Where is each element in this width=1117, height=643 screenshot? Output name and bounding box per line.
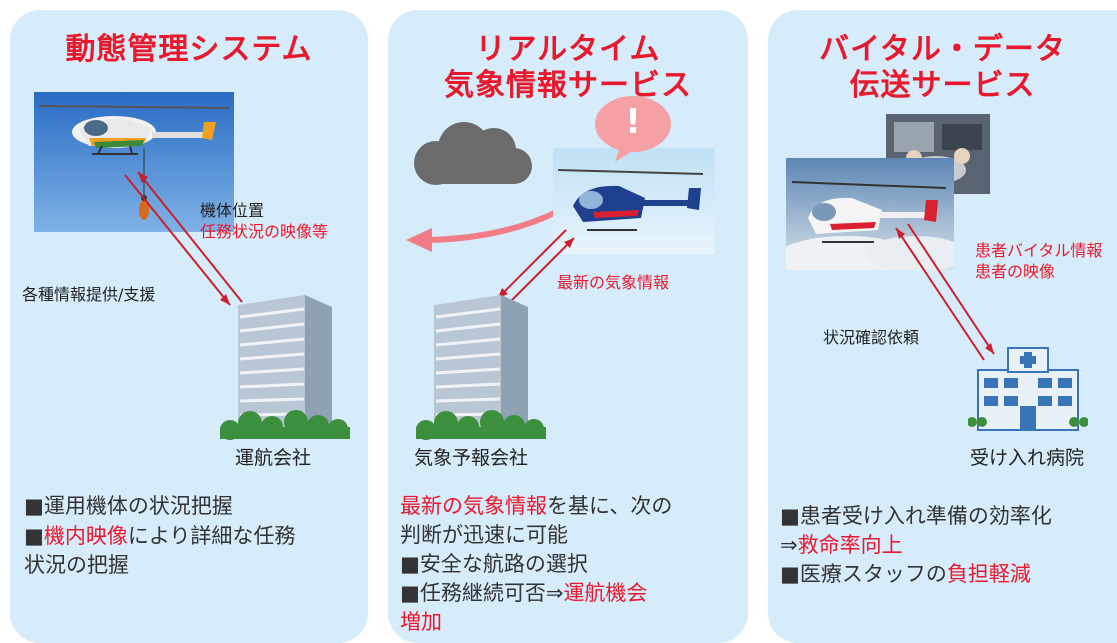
panel-title-line2: 気象情報サービス: [444, 68, 692, 103]
panel-vital-data: バイタル・データ 伝送サービス: [768, 10, 1117, 643]
data-link-arrows: [124, 171, 243, 306]
panel-title-line1: バイタル・データ: [819, 32, 1066, 67]
cloud-icon: [414, 122, 532, 185]
weather-benefits-text: 最新の気象情報を基に、次の 判断が迅速に可能 ■安全な航路の選択 ■任務継続可否…: [400, 494, 673, 634]
bullet-status-grasp: ■運用機体の状況把握: [24, 494, 233, 518]
label-info-support: 各種情報提供/支援: [22, 285, 156, 304]
helicopter-photo: [553, 148, 715, 254]
helicopter-rescue-photo: [34, 92, 234, 232]
label-hospital: 受け入れ病院: [970, 447, 1085, 469]
vital-link-arrows: [895, 223, 995, 361]
label-patient-vital: 患者バイタル情報: [975, 241, 1103, 260]
label-latest-weather: 最新の気象情報: [557, 273, 670, 292]
panel-title: 動態管理システム: [65, 32, 313, 67]
panel-weather-service: リアルタイム 気象情報サービス: [388, 10, 748, 643]
label-patient-video: 患者の映像: [975, 262, 1056, 281]
alert-bubble: [595, 96, 671, 162]
office-building-icon: [416, 295, 546, 440]
label-weather-company: 気象予報会社: [414, 447, 529, 469]
hospital-icon: [968, 347, 1088, 431]
label-mission-video: 任務状況の映像等: [200, 222, 329, 241]
panel-title-line1: リアルタイム: [475, 32, 661, 67]
alert-exclamation-icon: !: [625, 102, 641, 142]
bullet-onboard-video: ■機内映像により詳細な任務 状況の把握: [24, 524, 296, 577]
panel-title-line2: 伝送サービス: [849, 68, 1036, 103]
office-building-icon: [220, 295, 350, 440]
label-status-request: 状況確認依頼: [823, 328, 920, 347]
label-aircraft-position: 機体位置: [200, 201, 265, 220]
label-operating-company: 運航会社: [235, 447, 312, 469]
panel-dynamic-management: 動態管理システム: [10, 10, 368, 643]
vital-benefits-text: ■患者受け入れ準備の効率化 ⇒救命率向上 ■医療スタッフの負担軽減: [780, 504, 1052, 586]
